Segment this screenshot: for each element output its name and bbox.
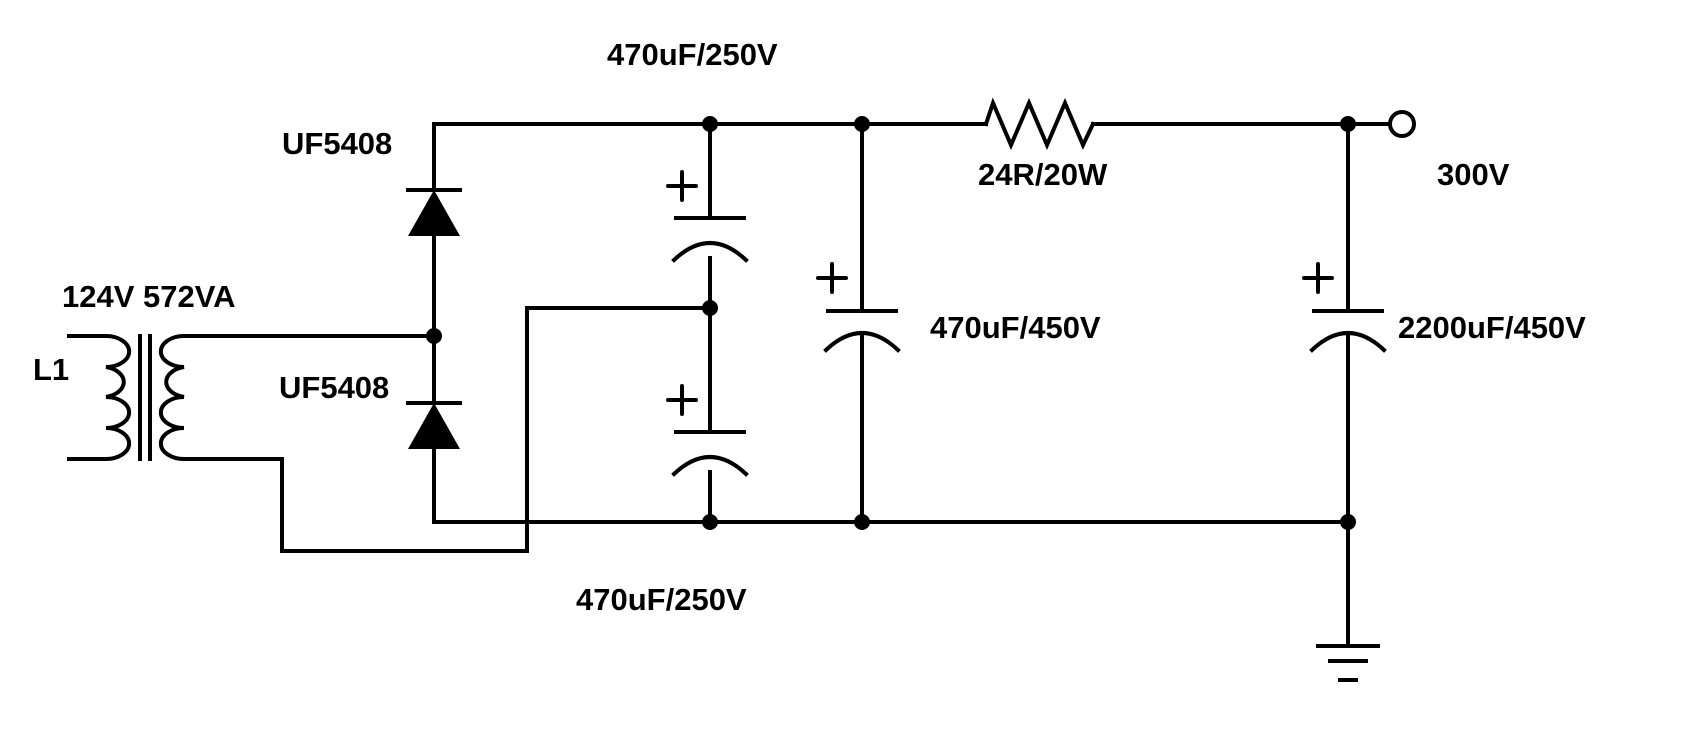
label-resistor: 24R/20W bbox=[978, 157, 1108, 192]
junction-dot bbox=[1340, 514, 1356, 530]
ground-symbol bbox=[1316, 644, 1380, 682]
label-c-top: 470uF/250V bbox=[607, 37, 778, 72]
junction-dot bbox=[1340, 116, 1356, 132]
label-c-mid: 470uF/450V bbox=[930, 310, 1101, 345]
label-transformer-ref: L1 bbox=[33, 352, 69, 387]
junction-dot bbox=[426, 328, 442, 344]
junction-dot bbox=[854, 514, 870, 530]
capacitor-mid bbox=[816, 262, 901, 353]
junction-dot bbox=[702, 116, 718, 132]
transformer-l1 bbox=[67, 306, 712, 553]
junction-dot bbox=[702, 514, 718, 530]
junction-dot bbox=[854, 116, 870, 132]
resistor-24r bbox=[983, 97, 1096, 151]
junction-dot bbox=[702, 300, 718, 316]
diode-lower bbox=[406, 401, 462, 449]
output-terminal[interactable] bbox=[1388, 110, 1416, 138]
capacitor-lower bbox=[666, 384, 749, 477]
label-transformer-rating: 124V 572VA bbox=[62, 279, 236, 314]
label-d-top: UF5408 bbox=[282, 126, 392, 161]
capacitor-out bbox=[1302, 262, 1387, 353]
label-output-voltage: 300V bbox=[1437, 157, 1510, 192]
label-d-bottom: UF5408 bbox=[279, 370, 389, 405]
label-c-out: 2200uF/450V bbox=[1398, 310, 1586, 345]
capacitor-upper bbox=[666, 170, 749, 263]
diode-upper bbox=[406, 188, 462, 236]
label-c-bottom: 470uF/250V bbox=[576, 582, 747, 617]
